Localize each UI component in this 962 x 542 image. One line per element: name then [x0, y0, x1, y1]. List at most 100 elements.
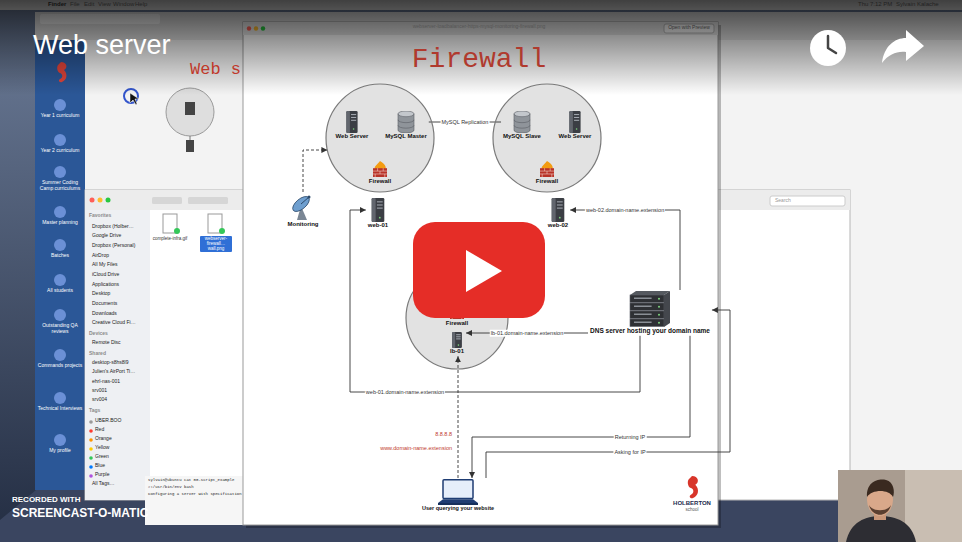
menu-item: Finder [48, 1, 66, 8]
graphic-part [398, 120, 414, 123]
menu-status: Sylvain Kalache [896, 1, 939, 8]
tag-dot [89, 447, 93, 451]
host-node: web-02 [546, 197, 570, 230]
graphic-part [353, 128, 355, 130]
mini-server [185, 102, 195, 115]
graphic-part [290, 194, 312, 215]
window-close [90, 198, 95, 203]
node-label: lb-01 [450, 348, 464, 355]
tag-dot [89, 474, 93, 478]
terminal [145, 476, 245, 525]
server-icon [369, 198, 387, 222]
node-label: Firewall [492, 178, 602, 185]
finder-sidebar-item: Orange [95, 436, 112, 442]
sidebar-link: Commands projects [37, 363, 83, 369]
graphic-part [398, 125, 414, 128]
firewall-icon [373, 161, 387, 177]
watermark: RECORDED WITH [12, 495, 80, 504]
node-label: Firewall [405, 320, 509, 327]
graphic-part [372, 198, 385, 222]
sidebar-icon [54, 239, 66, 251]
clock-hands [828, 36, 836, 53]
sidebar-icon [54, 349, 66, 361]
window-zoom [106, 198, 111, 203]
graphic-part [450, 310, 464, 319]
graphic-part [456, 338, 460, 339]
monitoring-node: Monitoring [286, 192, 321, 229]
graphic-part [658, 306, 660, 308]
finder-sidebar-item: Dropbox (Holber… [92, 224, 134, 230]
finder-sidebar-item: Desktop [92, 291, 110, 297]
mini-diagram-circle [166, 88, 214, 136]
web-server-node: Web Server [334, 110, 371, 141]
graphic-part [372, 198, 376, 222]
region-fill [493, 84, 601, 192]
share-icon [882, 30, 924, 63]
graphic-part [630, 295, 664, 303]
finder-sidebar [85, 210, 150, 500]
firewall-icon [450, 303, 464, 319]
finder-sidebar-item: srv004 [92, 397, 107, 403]
server-icon [549, 198, 567, 222]
graphic-part [634, 306, 652, 308]
graphic-part [398, 111, 414, 117]
sidebar-link: All students [37, 288, 83, 294]
menu-item: File [70, 1, 80, 8]
file-name: complete-infra.gif [152, 236, 188, 241]
watermark: SCREENCAST-O-MATIC [12, 507, 148, 521]
terminal-line: Configuring a server with specification [148, 492, 242, 497]
lb-icon [450, 332, 464, 348]
node-label: Web Server [336, 133, 369, 140]
graphic-part [634, 322, 652, 324]
finder-sidebar-item: Remote Disc [92, 340, 121, 346]
node-label: Firewall [325, 178, 435, 185]
connector-label: MySQL Replication [440, 119, 489, 126]
region-fill [326, 84, 434, 192]
graphic-part [574, 120, 579, 121]
dish-icon [289, 193, 317, 221]
finder-sidebar-item: Purple [95, 472, 109, 478]
mini-server [186, 140, 194, 152]
tag-dot [89, 438, 93, 442]
toolbar-buttons [188, 197, 228, 204]
sidebar-link: Year 2 curriculum [37, 148, 83, 154]
finder-sidebar-item: Creative Cloud Fi… [92, 320, 136, 326]
sidebar-icon [54, 166, 66, 178]
graphic-part [373, 168, 387, 177]
button-label: Open with Preview [668, 25, 710, 31]
connector-label: Returning IP [614, 434, 647, 441]
graphic-part [458, 344, 460, 346]
graphic-part [438, 503, 478, 505]
connector-arrow [458, 356, 459, 478]
graphic-part [351, 120, 356, 121]
graphic-part [379, 217, 381, 219]
finder-sidebar-item: UBER.BOO [95, 418, 121, 424]
graphic-part [634, 298, 652, 300]
finder-sidebar-item: Red [95, 427, 104, 433]
graphic-part [346, 111, 357, 133]
db-icon [397, 111, 415, 133]
search-field: Search [775, 198, 791, 204]
node-label: MySQL Master [385, 133, 427, 140]
laptop-icon [438, 479, 478, 505]
sidebar-link: Outstanding QA reviews [37, 323, 83, 335]
finder-sidebar-item: Documents [92, 301, 117, 307]
connector-label: www.domain-name.extension [380, 445, 452, 452]
webcam-person [869, 505, 891, 515]
node-label: Monitoring [288, 221, 319, 228]
view-buttons [152, 197, 182, 204]
graphic-part [658, 298, 660, 300]
finder-sidebar-item: Shared [89, 351, 106, 357]
database-node: MySQL Slave [501, 110, 543, 141]
finder-sidebar-item: Blue [95, 463, 105, 469]
sidebar-icon [54, 309, 66, 321]
finder-sidebar-item: Julien's AirPort Ti… [92, 369, 135, 375]
graphic-part [373, 168, 387, 177]
node-label: DNS server hosting your domain name [590, 327, 710, 335]
webcam-person [867, 480, 894, 497]
graphic-part [630, 319, 664, 327]
graphic-part [634, 314, 652, 316]
sidebar-icon [54, 99, 66, 111]
server-icon [344, 111, 360, 133]
